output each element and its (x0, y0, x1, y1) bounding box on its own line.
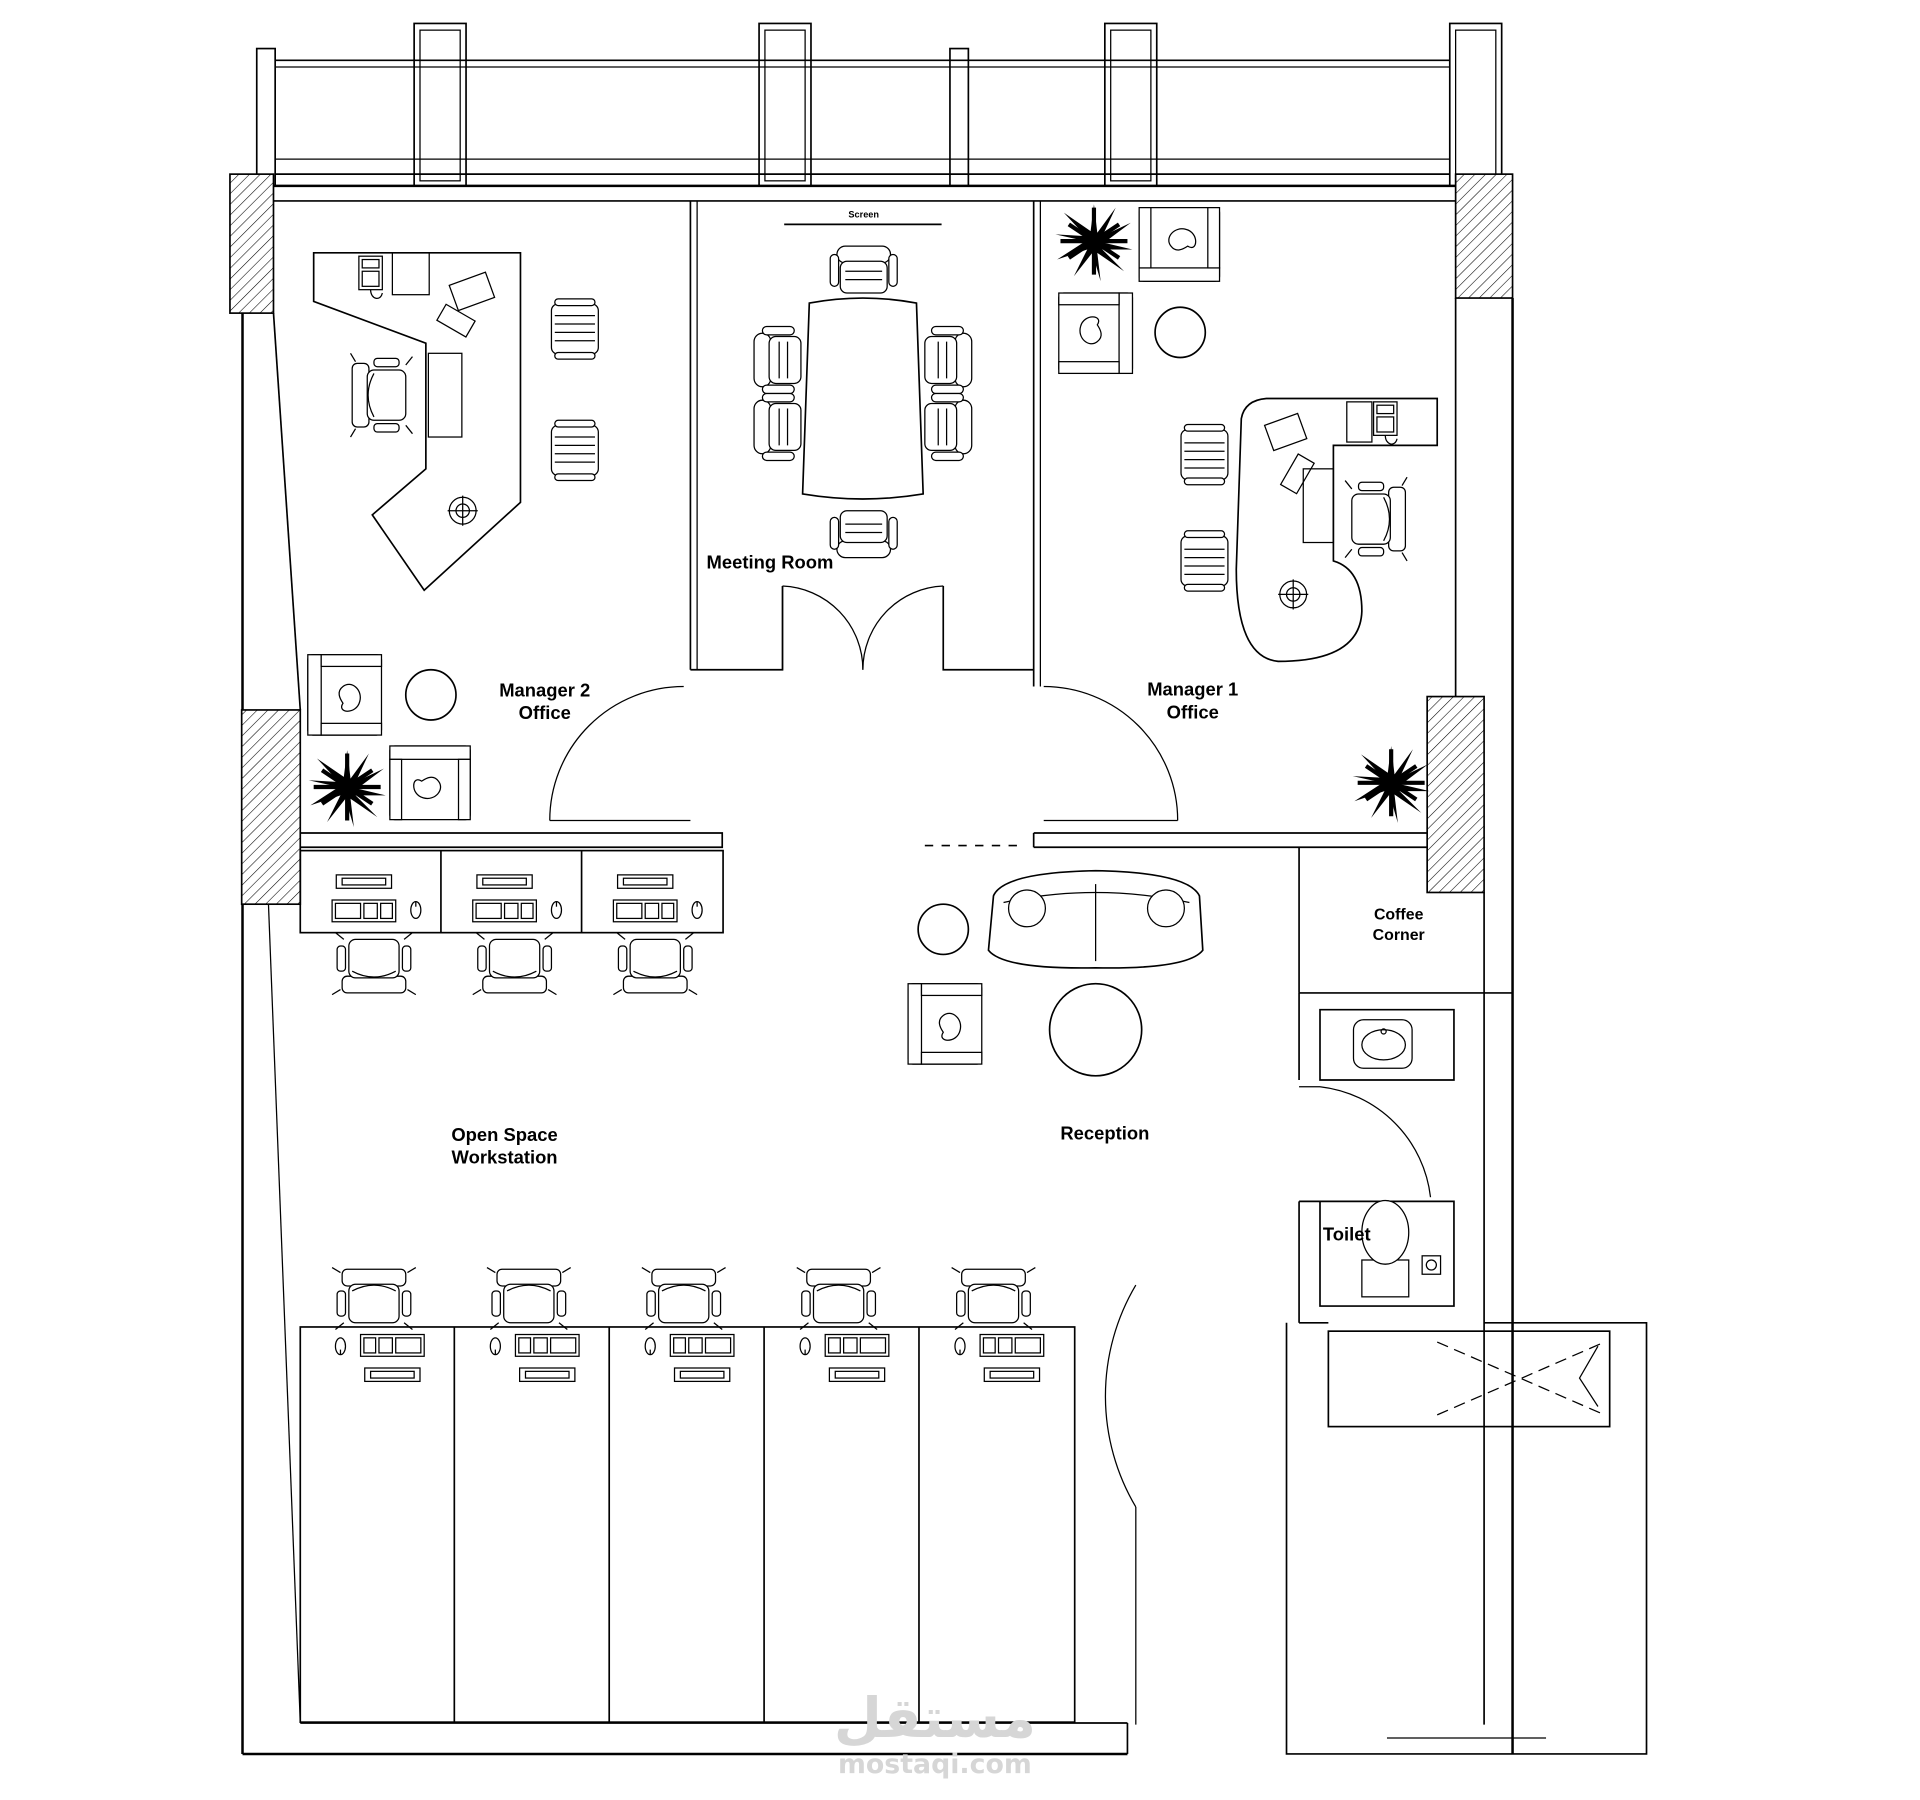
toilet-label: Toilet (1323, 1224, 1371, 1245)
meeting-table (801, 297, 925, 500)
plant-icon (309, 750, 386, 827)
visitor-chair (1180, 530, 1229, 592)
visitor-chair (1180, 423, 1229, 486)
meeting-room-label: Meeting Room (707, 551, 834, 572)
open-space-label-line2: Workstation (452, 1147, 558, 1168)
plant-icon (1353, 746, 1430, 823)
manager1-office (1055, 204, 1439, 823)
meeting-chair (829, 510, 898, 559)
computer-icon (391, 252, 430, 296)
meeting-chair (829, 245, 898, 294)
manager2-desk (312, 252, 522, 592)
meeting-chair (753, 392, 802, 462)
window-frames (255, 22, 1503, 187)
meeting-chair (753, 325, 802, 395)
chair-icon (641, 1266, 727, 1331)
workstations-lower (299, 1266, 1076, 1723)
manager1-label-line2: Office (1167, 701, 1219, 722)
plant-icon (1055, 204, 1132, 281)
coffee-label-line1: Coffee (1374, 906, 1424, 923)
toilet-room (1352, 1019, 1442, 1298)
manager2-office (307, 252, 599, 827)
chair-icon (349, 352, 414, 438)
meeting-chair (924, 392, 973, 462)
manager2-label-line2: Office (519, 702, 571, 723)
visitor-chair (550, 298, 599, 360)
reception-furniture (907, 869, 1204, 1077)
computer-icon (1346, 401, 1373, 443)
open-space-label-line1: Open Space (451, 1124, 557, 1145)
outer-walls (229, 173, 1514, 1756)
armchair-icon (389, 745, 471, 821)
coffee-table (1048, 982, 1143, 1077)
watermark-logo: مستقل (834, 1687, 1036, 1751)
chair-icon (331, 932, 417, 996)
armchair-icon (907, 983, 983, 1065)
sofa-icon (987, 869, 1204, 969)
toilet-icon (1361, 1199, 1410, 1298)
meeting-room (753, 223, 973, 559)
door-swing-icon (549, 585, 1432, 1725)
chair-icon (486, 1266, 572, 1331)
manager1-desk (1235, 397, 1439, 663)
meeting-chair (924, 325, 973, 395)
chair-icon (951, 1266, 1036, 1331)
visitor-chair (550, 419, 599, 482)
armchair-icon (1138, 207, 1221, 282)
coffee-label-line2: Corner (1373, 927, 1425, 944)
manager1-label-line1: Manager 1 (1147, 679, 1238, 700)
screen-label: Screen (848, 210, 879, 220)
chair-icon (331, 1266, 417, 1331)
manager2-label-line1: Manager 2 (499, 680, 590, 701)
armchair-icon (307, 654, 383, 736)
chair-icon (612, 932, 698, 996)
chair-icon (796, 1266, 882, 1331)
reception-label: Reception (1060, 1122, 1149, 1143)
watermark-url: mostaqi.com (838, 1749, 1032, 1780)
chair-icon (472, 932, 558, 996)
armchair-icon (1058, 292, 1134, 375)
chair-icon (1344, 476, 1408, 562)
sink-icon (1352, 1019, 1413, 1069)
workstations-upper (299, 849, 724, 996)
